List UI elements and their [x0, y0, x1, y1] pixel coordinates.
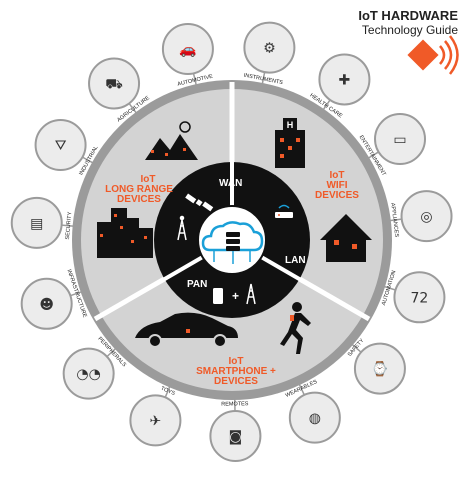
fitness-band-icon: ◍: [309, 411, 321, 427]
tractor-icon: ⛟: [105, 76, 123, 92]
camera-icon: ◙: [229, 429, 243, 445]
category-automotive: 🚗AUTOMOTIVE: [163, 24, 214, 88]
plus-sign: +: [232, 289, 239, 303]
instrument-icon: ⚙: [263, 41, 276, 57]
wan-label: WAN: [219, 178, 242, 189]
signal-logo-icon: [407, 36, 457, 74]
smartphone-line3: DEVICES: [214, 376, 258, 387]
category-label: REMOTES: [221, 401, 249, 407]
phone-icon-inner: [213, 288, 223, 304]
category-toys: ✈TOYS: [130, 386, 180, 446]
glasses-icon: ◔◔: [76, 367, 100, 383]
category-security: ▤ SECURITY: [12, 198, 74, 248]
page-title: IoT HARDWARE: [358, 8, 458, 23]
category-wearables: ◍WEARABLES: [285, 379, 340, 443]
car-icon: 🚗: [179, 42, 196, 58]
category-instruments: ⚙INSTRUMENTS: [243, 23, 294, 87]
category-appliances: ◎APPLIANCES: [389, 191, 451, 241]
server-icon: [226, 232, 240, 251]
worker-icon: ☻: [39, 297, 54, 313]
health-icon: ✚: [339, 72, 351, 88]
thermostat-icon: 72: [411, 290, 429, 306]
washer-icon: ◎: [420, 209, 432, 225]
svg-text:H: H: [287, 120, 294, 130]
category-safety: ⌚SAFETY: [347, 338, 405, 394]
watch-icon: ⌚: [371, 361, 388, 378]
pan-label: PAN: [187, 279, 207, 290]
card-reader-icon: ▤: [30, 216, 43, 232]
category-label: SECURITY: [65, 211, 73, 240]
page-subtitle: Technology Guide: [362, 23, 458, 37]
tripod-icon: ⛛: [55, 138, 67, 154]
category-remotes: ◙ REMOTES: [210, 401, 260, 461]
wifi-line3: DEVICES: [315, 190, 359, 201]
long-range-line3: DEVICES: [117, 194, 161, 205]
drone-icon: ✈: [150, 413, 162, 429]
tv-icon: ▭: [393, 132, 406, 148]
lan-label: LAN: [285, 255, 306, 266]
